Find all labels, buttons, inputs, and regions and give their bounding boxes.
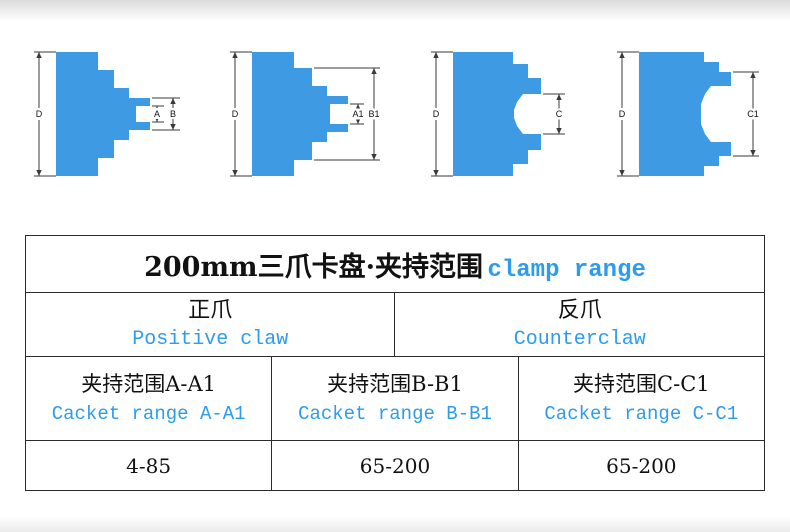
jaw-profile xyxy=(453,52,541,176)
dim-label-d: D xyxy=(36,109,43,119)
table-title-en: clamp range xyxy=(487,256,646,284)
table-title-cn: 200mm三爪卡盘·夹持范围 xyxy=(144,251,483,283)
dim-label-a1: A1 xyxy=(352,109,363,119)
range-header-cc1-cn: 夹持范围C-C1 xyxy=(573,372,710,397)
range-header-aa1-cell: 夹持范围A-A1 Cacket range A-A1 xyxy=(24,356,273,441)
dim-label-b: B xyxy=(170,109,176,119)
dim-label-d: D xyxy=(433,109,440,119)
range-header-bb1-en: Cacket range B-B1 xyxy=(298,402,492,425)
diagram-positive-claw-a1b1: D A1 B1 xyxy=(222,48,387,185)
claw-counter-cn: 反爪 xyxy=(557,298,602,324)
dim-label-d: D xyxy=(232,109,239,119)
range-value-cc1: 65-200 xyxy=(517,440,766,491)
dim-label-d: D xyxy=(619,109,626,119)
claw-counter-en: Counterclaw xyxy=(513,327,646,351)
dim-label-a: A xyxy=(154,109,160,119)
range-value-bb1: 65-200 xyxy=(271,440,519,491)
range-header-cc1-en: Cacket range C-C1 xyxy=(544,402,739,425)
range-value-aa1: 4-85 xyxy=(24,440,273,491)
table-title-cell: 200mm三爪卡盘·夹持范围 clamp range xyxy=(25,235,765,293)
diagram-positive-claw-ab: D A B xyxy=(26,48,186,185)
jaw-profile xyxy=(56,52,150,176)
claw-positive-cn: 正爪 xyxy=(188,298,233,324)
range-header-cc1-cell: 夹持范围C-C1 Cacket range C-C1 xyxy=(517,356,766,441)
jaw-profile xyxy=(639,52,731,176)
diagram-counter-claw-c: D C xyxy=(423,48,573,185)
dim-label-b1: B1 xyxy=(368,109,379,119)
diagram-counter-claw-c1: D C1 xyxy=(609,48,764,185)
range-header-bb1-cell: 夹持范围B-B1 Cacket range B-B1 xyxy=(271,356,519,441)
range-value-cc1-text: 65-200 xyxy=(606,453,677,478)
clamp-range-table: 200mm三爪卡盘·夹持范围 clamp range 正爪 Positive c… xyxy=(24,235,766,491)
range-value-bb1-text: 65-200 xyxy=(359,453,431,478)
dim-label-c1: C1 xyxy=(747,109,759,119)
claw-type-positive-cell: 正爪 Positive claw xyxy=(24,292,396,357)
range-header-aa1-cn: 夹持范围A-A1 xyxy=(81,372,217,397)
dim-label-c: C xyxy=(556,109,563,119)
claw-positive-en: Positive claw xyxy=(132,327,289,351)
jaw-diagrams-row: D A B D xyxy=(0,0,790,185)
claw-type-counter-cell: 反爪 Counterclaw xyxy=(394,292,765,357)
range-header-aa1-en: Cacket range A-A1 xyxy=(51,402,246,425)
jaw-profile xyxy=(252,52,348,176)
range-value-aa1-text: 4-85 xyxy=(126,453,172,478)
range-header-bb1-cn: 夹持范围B-B1 xyxy=(327,372,463,397)
